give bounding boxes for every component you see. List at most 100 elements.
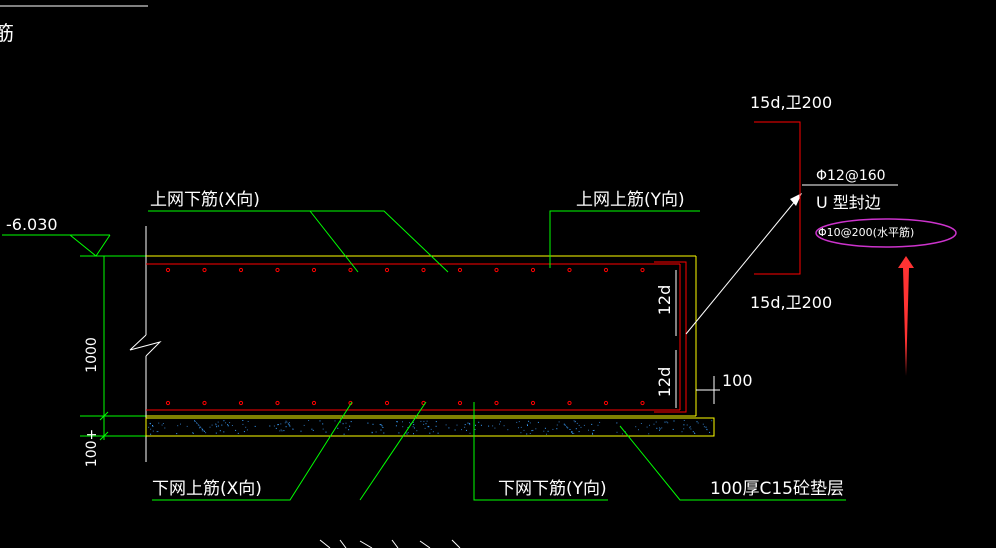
cushion-speckle — [380, 424, 382, 426]
cushion-speckle — [150, 433, 152, 435]
cushion-speckle — [435, 425, 437, 427]
cushion-speckle — [474, 429, 476, 430]
cushion-speckle — [325, 431, 327, 433]
cushion-speckle — [659, 429, 660, 431]
cushion-speckle — [371, 432, 373, 434]
rebar-dot — [165, 400, 171, 406]
cushion-speckle — [697, 422, 699, 424]
cushion-speckle — [520, 426, 522, 428]
cushion-speckle — [503, 425, 505, 427]
cushion-speckle — [413, 424, 415, 426]
u-edge-detail-bracket — [754, 121, 801, 275]
cushion-speckle — [217, 425, 219, 427]
cushion-speckle — [286, 421, 288, 423]
cushion-speckle — [456, 424, 458, 426]
cushion-speckle — [215, 432, 217, 434]
cushion-speckle — [350, 421, 352, 423]
cushion-speckle — [702, 423, 704, 425]
cushion-speckle — [499, 421, 501, 423]
cushion-speckle — [372, 423, 374, 425]
lap-top-label: 12d — [655, 285, 674, 316]
cushion-speckle — [412, 426, 414, 428]
cushion-speckle — [592, 432, 593, 434]
cushion-speckle — [575, 428, 577, 430]
cushion-speckle — [343, 433, 345, 435]
cushion-speckle — [398, 432, 400, 434]
break-line — [129, 226, 162, 462]
cushion-speckle — [659, 428, 661, 430]
cushion-speckle — [413, 427, 415, 429]
cushion-speckle — [692, 431, 694, 433]
rebar-dot — [530, 400, 536, 406]
cushion-speckle — [243, 431, 245, 433]
rebar-dot — [640, 400, 645, 406]
cushion-speckle — [409, 422, 410, 424]
cushion-speckle — [203, 430, 205, 432]
cushion-speckle — [235, 429, 237, 431]
cushion-speckle — [416, 430, 418, 432]
cushion-speckle — [572, 432, 573, 434]
highlight-ellipse — [815, 218, 957, 248]
cushion-speckle — [280, 429, 282, 431]
cushion-speckle — [345, 422, 347, 424]
label-top-mesh-bottom-x: 上网下筋(X向) — [150, 190, 260, 210]
cushion-speckle — [529, 422, 531, 424]
cushion-speckle — [576, 422, 578, 424]
rebar-dot — [567, 400, 572, 406]
cushion-speckle — [592, 433, 594, 435]
cushion-speckle — [616, 431, 618, 433]
cushion-speckle — [494, 427, 496, 429]
cushion-speckle — [426, 420, 428, 422]
label-cushion: 100厚C15砼垫层 — [710, 479, 844, 499]
cushion-speckle — [655, 421, 657, 423]
cushion-speckle — [705, 426, 707, 428]
cushion-speckle — [285, 426, 287, 428]
cushion-speckle — [599, 421, 601, 423]
cushion-speckle — [412, 421, 414, 423]
cushion-speckle — [229, 422, 231, 424]
cushion-speckle — [277, 424, 278, 426]
cushion-speckle — [199, 426, 201, 428]
cushion-speckle — [339, 421, 341, 423]
cushion-speckle — [382, 427, 384, 428]
rebar-dot — [202, 267, 207, 273]
cushion-speckle — [432, 431, 434, 433]
cushion-speckle — [180, 423, 181, 425]
cushion-speckle — [423, 423, 425, 425]
cushion-speckle — [556, 424, 558, 426]
rebar-dot — [457, 400, 463, 406]
rebar-dot — [530, 267, 536, 273]
cushion-speckle — [407, 427, 409, 429]
detail-rebar-main: Φ12@160 — [816, 168, 886, 184]
top-left-text-fragment: 筋 — [0, 21, 14, 45]
cushion-speckle — [527, 425, 528, 426]
cushion-speckle — [162, 423, 164, 424]
cushion-speckle — [448, 427, 450, 429]
cushion-speckle — [312, 429, 314, 431]
cushion-speckle — [696, 421, 698, 423]
cushion-speckle — [273, 425, 275, 427]
cushion-speckle — [646, 426, 648, 428]
cushion-speckle — [406, 433, 408, 435]
cushion-speckle — [689, 427, 691, 429]
dim-thickness-label: 1000 — [84, 337, 100, 373]
rebar-dot — [421, 267, 426, 273]
cushion-speckle — [661, 427, 663, 429]
cushion-speckle — [635, 426, 637, 428]
cushion-speckle — [573, 420, 575, 422]
cushion-speckle — [580, 426, 582, 428]
cushion-speckle — [526, 423, 528, 425]
cushion-speckle — [518, 427, 519, 429]
cushion-speckle — [686, 424, 688, 426]
cushion-speckle — [152, 430, 154, 432]
elevation-label: -6.030 — [6, 215, 58, 234]
cushion-speckle — [322, 423, 324, 425]
rebar-dot — [494, 267, 499, 273]
rebar-dot — [603, 400, 609, 406]
cushion-speckle — [435, 421, 437, 423]
cushion-speckle — [242, 423, 244, 425]
cushion-speckle — [285, 420, 287, 422]
cushion-speckle — [198, 424, 200, 426]
detail-top-label: 15d,卫200 — [750, 93, 832, 112]
cushion-speckle — [591, 423, 593, 425]
